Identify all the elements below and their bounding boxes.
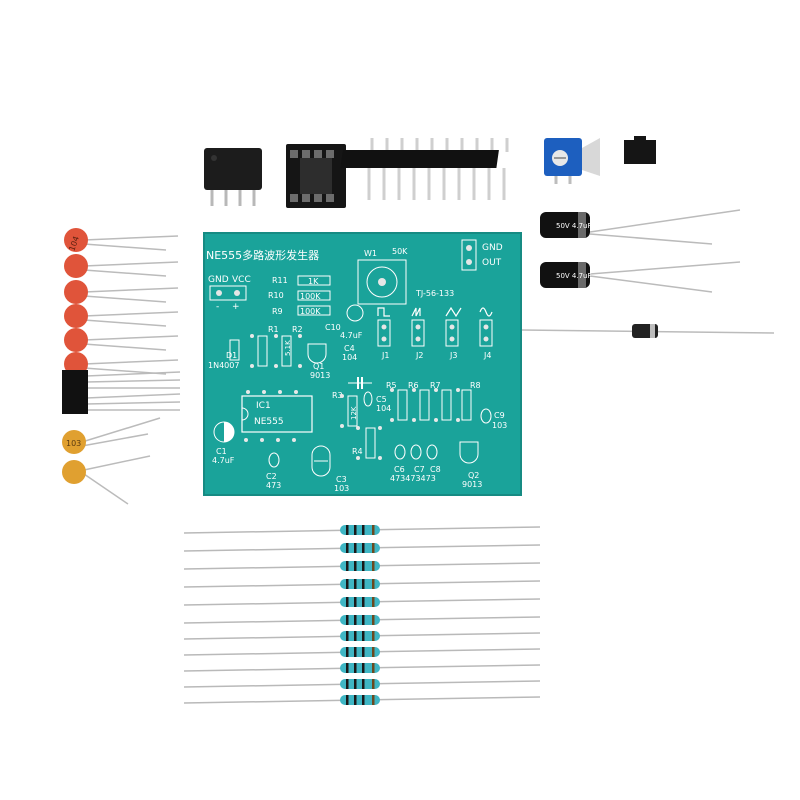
- board-title: NE555多路波形发生器: [206, 248, 319, 262]
- ceramic-capacitor: [64, 328, 179, 352]
- label-c9-val: 103: [492, 421, 507, 430]
- label-j2: J2: [415, 351, 423, 360]
- pcb-board: NE555多路波形发生器 GND VCC - + GND OUT W1 50K …: [203, 232, 522, 496]
- jumper-j4: [479, 307, 493, 347]
- label-c10-val: 4.7uF: [340, 331, 363, 340]
- label-c4: C4: [344, 344, 355, 353]
- label-ic1: IC1: [256, 401, 271, 411]
- resistor-set: [183, 525, 541, 705]
- label-q2-val: 9013: [462, 480, 482, 489]
- label-c3-val: 103: [334, 484, 349, 493]
- resistor: [183, 597, 541, 607]
- label-c8: C8: [430, 465, 441, 474]
- label-d1: D1: [226, 351, 237, 360]
- label-c10: C10: [325, 323, 341, 332]
- ic-socket: [286, 144, 346, 208]
- label-q1: Q1: [313, 362, 324, 371]
- label-r11: R11: [272, 276, 288, 285]
- label-c1: C1: [216, 447, 227, 456]
- label-c3: C3: [336, 475, 347, 484]
- trimmer-potentiometer: [544, 138, 600, 184]
- label-c2-val: 473: [266, 481, 281, 490]
- yellow-ceramic-capacitors: 103: [62, 417, 161, 505]
- waveform-jumpers: [377, 306, 493, 347]
- resistor: [183, 615, 541, 625]
- label-r7: R7: [430, 381, 441, 390]
- label-q1-val: 9013: [310, 371, 330, 380]
- label-r10-val: 100K: [300, 292, 321, 301]
- ceramic-capacitor: [64, 254, 179, 278]
- label-pot-model: TJ-56-133: [415, 289, 454, 298]
- label-ic1-val: NE555: [254, 417, 284, 427]
- label-r8: R8: [470, 381, 481, 390]
- label-c1-val: 4.7uF: [212, 456, 235, 465]
- label-r2: R2: [292, 325, 303, 334]
- jumper-cap: [624, 136, 656, 164]
- transistor: [62, 392, 181, 414]
- ceramic-capacitor: [64, 280, 179, 304]
- resistor: [183, 543, 541, 553]
- label-r9: R9: [272, 307, 283, 316]
- label-minus: -: [216, 302, 219, 312]
- yellow-cap-marking: 103: [66, 439, 81, 448]
- transistors-9013: [62, 370, 181, 414]
- label-r3: R3: [332, 391, 343, 400]
- label-c678-val: 473473473: [390, 474, 436, 483]
- pin-header-strip: [340, 138, 509, 200]
- transistor: [62, 370, 181, 392]
- resistor: [183, 679, 541, 689]
- label-r3-val: 12K: [350, 406, 358, 420]
- diode-1n4007: [521, 324, 775, 338]
- resistor: [183, 579, 541, 589]
- label-c6: C6: [394, 465, 405, 474]
- electrolytic-capacitor-1: 50V 4.7uF: [540, 209, 741, 245]
- ceramic-capacitor: [64, 304, 179, 328]
- resistor: [183, 631, 541, 641]
- label-q2: Q2: [468, 471, 479, 480]
- label-r1: R1: [268, 325, 279, 334]
- label-out-gnd: GND: [482, 243, 503, 253]
- label-d1-val: 1N4007: [208, 361, 239, 370]
- label-c4-val: 104: [342, 353, 357, 362]
- jumper-j1: [377, 307, 391, 347]
- label-plus: +: [232, 302, 240, 312]
- label-w1: W1: [364, 249, 377, 258]
- resistor: [183, 695, 541, 705]
- electrolytic-marking-2: 50V 4.7uF: [556, 272, 592, 280]
- label-c5: C5: [376, 395, 387, 404]
- label-j3: J3: [449, 351, 457, 360]
- resistor: [183, 663, 541, 673]
- ceramic-capacitor: [64, 228, 179, 252]
- electrolytic-capacitor-2: 50V 4.7uF: [540, 261, 741, 293]
- label-r4: R4: [352, 447, 363, 456]
- label-r2-val: 5.1K: [284, 340, 292, 356]
- resistor: [183, 647, 541, 657]
- label-gnd: GND: [208, 275, 229, 285]
- label-c5-val: 104: [376, 404, 391, 413]
- jumper-j2: [411, 307, 425, 347]
- electrolytic-marking: 50V 4.7uF: [556, 222, 592, 230]
- ceramic-capacitors: [64, 228, 179, 376]
- resistor: [183, 561, 541, 571]
- label-j1: J1: [381, 351, 389, 360]
- label-vcc: VCC: [232, 275, 251, 285]
- label-r10: R10: [268, 291, 284, 300]
- label-j4: J4: [483, 351, 491, 360]
- label-c2: C2: [266, 472, 277, 481]
- label-r11-val: 1K: [308, 277, 319, 286]
- resistor: [183, 525, 541, 535]
- label-c9: C9: [494, 411, 505, 420]
- label-out: OUT: [482, 258, 502, 268]
- label-r5: R5: [386, 381, 397, 390]
- jumper-j3: [445, 306, 462, 347]
- label-r9-val: 100K: [300, 307, 321, 316]
- ne555-ic-chip: [204, 148, 262, 206]
- label-50k: 50K: [392, 247, 408, 256]
- label-c7: C7: [414, 465, 425, 474]
- label-r6: R6: [408, 381, 419, 390]
